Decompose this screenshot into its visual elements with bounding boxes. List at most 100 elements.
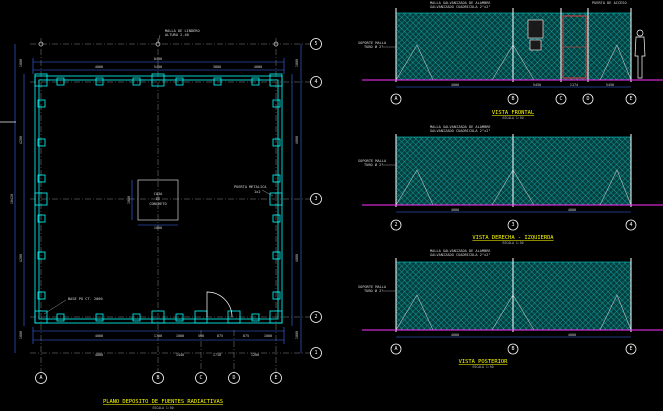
column bbox=[34, 73, 48, 87]
plan-note-malla-1: MALLA DE LINDERO bbox=[165, 29, 200, 33]
dim-top-seg-4: 4000 bbox=[254, 65, 262, 69]
axis-x-c: C bbox=[199, 375, 202, 381]
frontal-dim-3: 1174 bbox=[570, 83, 578, 87]
posterior-side-note-1: SOPORTE MALLA bbox=[358, 285, 387, 289]
column bbox=[34, 192, 48, 206]
elevation-posterior: 4000 4000 MALLA GALVANIZADA DE ALAMBRE G… bbox=[358, 249, 663, 369]
column bbox=[269, 73, 283, 87]
center-box-height: 1000 bbox=[127, 196, 131, 204]
dim-top-seg-2: 5400 bbox=[154, 65, 162, 69]
dim-bottom-seg-6: 875 bbox=[243, 334, 249, 338]
frontal-door-note: PUERTA DE ACCESO bbox=[592, 1, 627, 5]
frontal-axis-e: E bbox=[629, 96, 632, 102]
frontal-title: VISTA FRONTAL bbox=[492, 110, 534, 116]
center-box-label-2: DE bbox=[156, 197, 160, 201]
derecha-scale: ESCALA 1:50 bbox=[502, 241, 523, 245]
axis-y-3: 3 bbox=[314, 196, 317, 202]
frontal-side-note-1: SOPORTE MALLA bbox=[358, 41, 387, 45]
frontal-note-1: MALLA GALVANIZADA DE ALAMBRE bbox=[430, 1, 491, 5]
plan-dimension-lines bbox=[14, 44, 302, 353]
posterior-dim-2: 4000 bbox=[568, 333, 576, 337]
dim-axis-bottom-4: 1200 bbox=[251, 353, 259, 357]
dim-bottom-seg-2: 1700 bbox=[154, 334, 162, 338]
derecha-dim-2: 4000 bbox=[568, 208, 576, 212]
axis-x-e: E bbox=[274, 375, 277, 381]
center-box-label-1: CAJA bbox=[154, 192, 163, 196]
axis-y-4: 4 bbox=[314, 79, 317, 85]
fence-inner-line bbox=[38, 79, 279, 320]
door-swing bbox=[206, 291, 233, 318]
frontal-dim-1: 4000 bbox=[451, 83, 459, 87]
column bbox=[269, 310, 283, 324]
column bbox=[227, 310, 241, 324]
column bbox=[269, 192, 283, 206]
elevation-derecha-izquierda: 4000 4000 MALLA GALVANIZADA DE ALAMBRE G… bbox=[358, 125, 663, 245]
frontal-axis-c: C bbox=[559, 96, 562, 102]
plan-note-puerta-2: 1x2 bbox=[254, 190, 261, 194]
derecha-side-note-2: TUBO Ø 2" bbox=[364, 162, 383, 167]
frontal-axis-b: B bbox=[511, 96, 514, 102]
posterior-axis-e: E bbox=[629, 346, 632, 352]
frontal-scale: ESCALA 1:50 bbox=[502, 116, 523, 120]
column bbox=[34, 310, 48, 324]
posterior-title: VISTA POSTERIOR bbox=[459, 359, 508, 365]
floor-plan: 8400 4000 5400 3800 4000 4000 1700 1000 … bbox=[0, 29, 322, 410]
derecha-axis-2: 2 bbox=[394, 222, 397, 228]
derecha-side-note-1: SOPORTE MALLA bbox=[358, 159, 387, 163]
frontal-axis-d: D bbox=[586, 96, 589, 102]
plan-note-base: BASE PO CT. 2000 bbox=[68, 297, 103, 301]
column bbox=[151, 73, 165, 87]
dim-left-seg-1: 1000 bbox=[19, 59, 23, 67]
dim-bottom-seg-5: 875 bbox=[217, 334, 223, 338]
dim-left-seg-2: 4200 bbox=[19, 136, 23, 144]
axis-y-1: 1 bbox=[314, 350, 317, 356]
frontal-note-2: GALVANIZADO CUADRICULA 2"x2" bbox=[430, 5, 491, 9]
axis-x-d: D bbox=[232, 375, 235, 381]
derecha-note-2: GALVANIZADO CUADRICULA 2"x2" bbox=[430, 129, 491, 133]
axis-x-b: B bbox=[156, 375, 159, 381]
person-figure bbox=[634, 29, 646, 79]
plan-columns bbox=[34, 73, 283, 324]
frontal-dim-4: 5450 bbox=[606, 83, 614, 87]
plan-axis-bubbles-y: 5 4 3 2 1 bbox=[310, 38, 322, 359]
center-box-label-3: CONCRETO bbox=[149, 202, 166, 206]
dim-left-seg-4: 1000 bbox=[19, 331, 23, 339]
axis-x-a: A bbox=[39, 375, 42, 381]
derecha-title: VISTA DERECHA - IZQUIERDA bbox=[472, 235, 554, 241]
derecha-axis-4: 4 bbox=[629, 222, 632, 228]
posterior-note-2: GALVANIZADO CUADRICULA 2"x2" bbox=[430, 253, 491, 257]
dim-left-overall: 10420 bbox=[10, 194, 14, 204]
plan-top-markers bbox=[38, 41, 279, 47]
derecha-dim-1: 4000 bbox=[451, 208, 459, 212]
posterior-side-note-2: TUBO Ø 2" bbox=[364, 288, 383, 293]
dim-bottom-seg-3: 1000 bbox=[176, 334, 184, 338]
plan-note-puerta-1: PUERTA METALICA bbox=[234, 185, 267, 189]
frontal-axis-a: A bbox=[394, 96, 397, 102]
dim-top-overall: 8400 bbox=[154, 57, 162, 61]
axis-y-2: 2 bbox=[314, 314, 317, 320]
posterior-note-1: MALLA GALVANIZADA DE ALAMBRE bbox=[430, 249, 491, 253]
dim-right-2: 4000 bbox=[295, 136, 299, 144]
dim-bottom-seg-1: 4000 bbox=[95, 334, 103, 338]
concrete-box: 1000 1000 CAJA DE CONCRETO bbox=[127, 179, 179, 230]
frontal-side-note-2: TUBO Ø 2" bbox=[364, 44, 383, 49]
elevation-frontal: 4000 5450 1174 5450 MALLA GALVANIZADA DE… bbox=[358, 1, 663, 120]
posterior-axis-a: A bbox=[394, 346, 397, 352]
dim-right-3: 4000 bbox=[295, 254, 299, 262]
warning-sign bbox=[527, 19, 544, 39]
posterior-axis-b: B bbox=[511, 346, 514, 352]
column bbox=[151, 310, 165, 324]
dim-bottom-seg-7: 1000 bbox=[264, 334, 272, 338]
plan-axis-bubbles-x: A B C D E bbox=[35, 372, 282, 384]
dim-axis-bottom-1: 4000 bbox=[95, 353, 103, 357]
dim-bottom-seg-4: 500 bbox=[198, 334, 204, 338]
dim-right-4: 1000 bbox=[295, 331, 299, 339]
plan-title: PLANO DEPOSITO DE FUENTES RADIACTIVAS bbox=[103, 399, 223, 405]
dim-top-seg-1: 4000 bbox=[95, 65, 103, 69]
derecha-note-1: MALLA GALVANIZADA DE ALAMBRE bbox=[430, 125, 491, 129]
dim-right-1: 1000 bbox=[295, 59, 299, 67]
frontal-dim-2: 5450 bbox=[533, 83, 541, 87]
posterior-dim-1: 4000 bbox=[451, 333, 459, 337]
center-box-width: 1000 bbox=[154, 226, 162, 230]
